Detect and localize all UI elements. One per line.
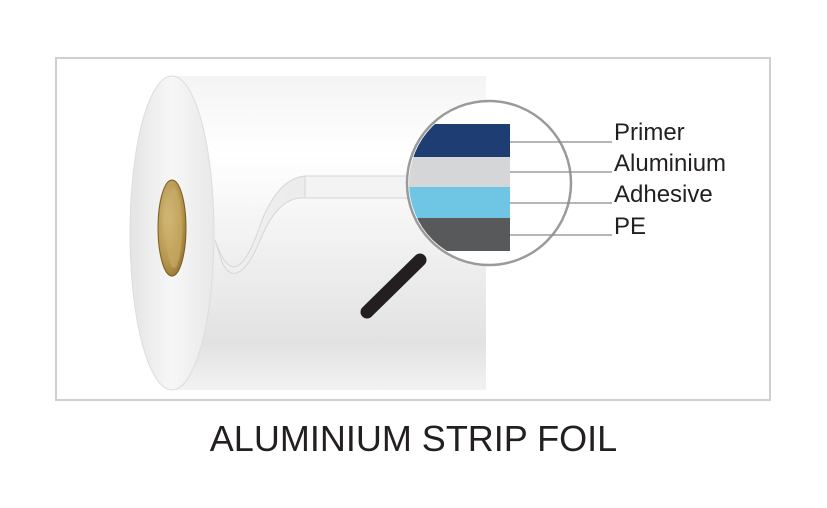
layer-band-aluminium bbox=[409, 157, 510, 187]
magnifier-handle bbox=[360, 253, 427, 319]
leader-lines bbox=[510, 141, 612, 236]
diagram-title: ALUMINIUM STRIP FOIL bbox=[209, 418, 618, 459]
roll-core-inner bbox=[166, 188, 182, 268]
layer-label-adhesive: Adhesive bbox=[614, 181, 713, 208]
foil-roll bbox=[129, 75, 486, 391]
roll-body bbox=[172, 76, 486, 390]
layer-label-aluminium: Aluminium bbox=[614, 150, 726, 177]
layer-band-adhesive bbox=[409, 187, 510, 218]
layer-label-primer: Primer bbox=[614, 119, 685, 146]
layer-label-pe: PE bbox=[614, 213, 646, 240]
